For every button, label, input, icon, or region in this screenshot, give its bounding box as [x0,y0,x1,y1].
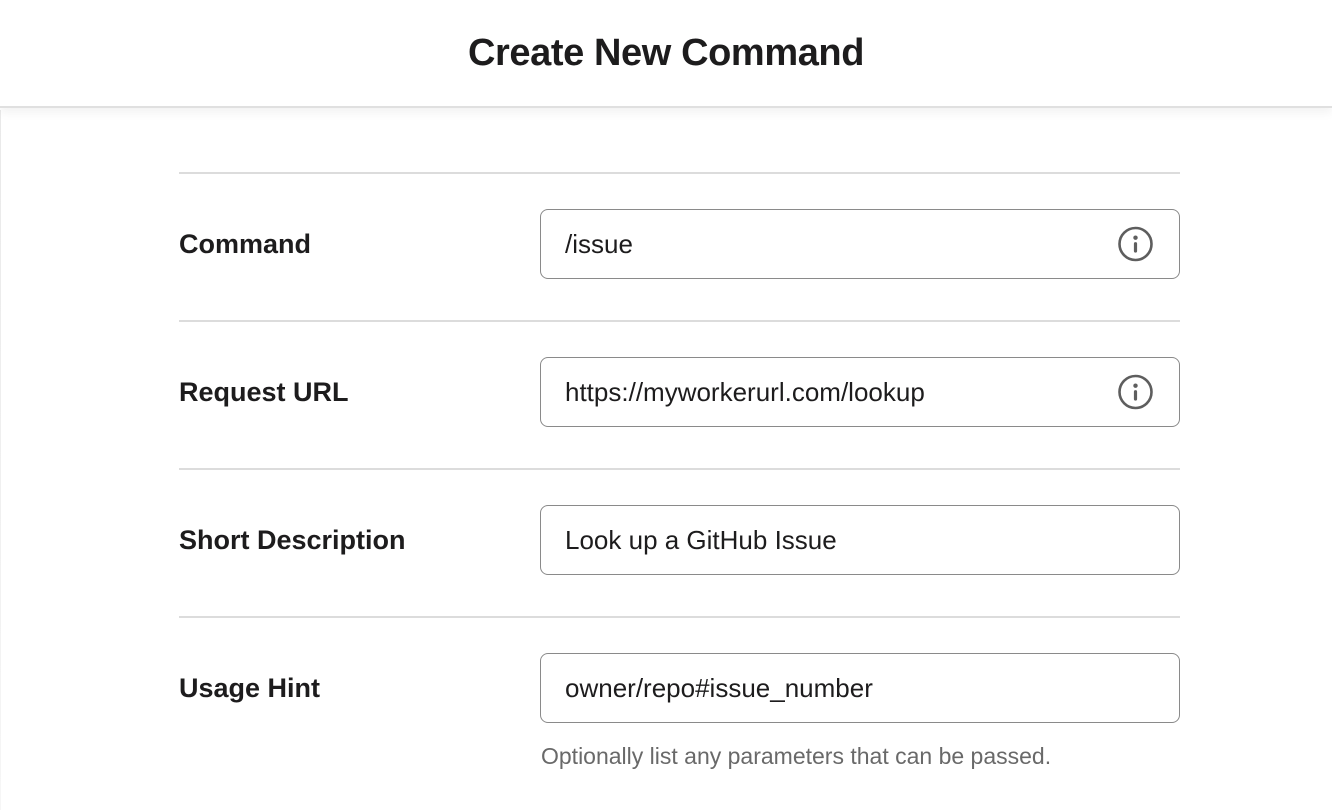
request-url-input[interactable] [540,357,1180,427]
usage-hint-field-cell: Optionally list any parameters that can … [540,653,1180,770]
usage-hint-input[interactable] [540,653,1180,723]
command-field-cell [540,209,1180,279]
form-container: Command Request URL [179,172,1180,811]
info-icon[interactable] [1117,374,1154,411]
form-row-usage-hint: Usage Hint Optionally list any parameter… [179,616,1180,811]
command-input[interactable] [540,209,1180,279]
form-row-command: Command [179,172,1180,320]
info-icon[interactable] [1117,226,1154,263]
usage-hint-input-wrap [540,653,1180,723]
command-label: Command [179,209,540,279]
page-title: Create New Command [468,32,864,75]
short-description-input-wrap [540,505,1180,575]
info-icon-glyph [1117,374,1154,411]
short-description-input[interactable] [540,505,1180,575]
page-header: Create New Command [0,0,1332,108]
form-row-short-description: Short Description [179,468,1180,616]
request-url-label: Request URL [179,357,540,427]
short-description-field-cell [540,505,1180,575]
usage-hint-label: Usage Hint [179,653,540,723]
info-icon-glyph [1117,226,1154,263]
command-input-wrap [540,209,1180,279]
request-url-field-cell [540,357,1180,427]
short-description-label: Short Description [179,505,540,575]
request-url-input-wrap [540,357,1180,427]
usage-hint-helper-text: Optionally list any parameters that can … [541,743,1180,770]
left-edge-divider [0,110,1,810]
form-row-request-url: Request URL [179,320,1180,468]
